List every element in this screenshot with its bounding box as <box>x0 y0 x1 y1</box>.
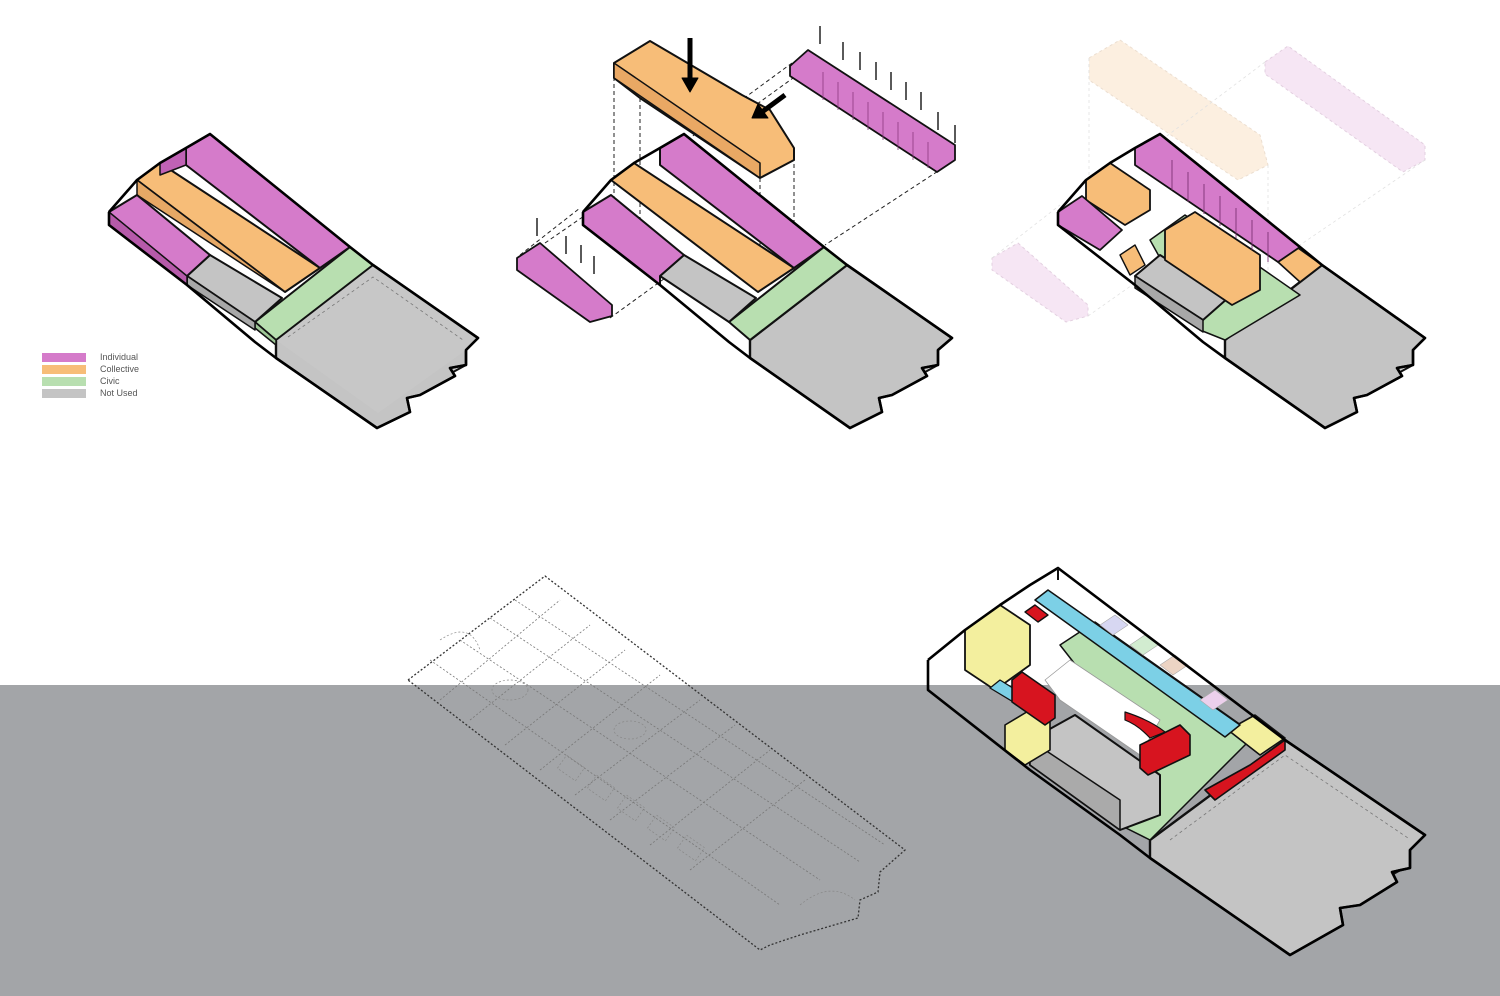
diagram-extraction <box>516 26 956 430</box>
legend-swatch <box>42 376 86 386</box>
legend-item-not-used: Not Used <box>42 387 139 399</box>
legend-swatch <box>42 388 86 398</box>
legend-item-collective: Collective <box>42 363 139 375</box>
legend-label: Collective <box>100 364 140 374</box>
legend-label: Civic <box>100 376 120 386</box>
small-floating-individual <box>516 242 613 323</box>
yellow-block-c <box>1227 714 1286 756</box>
red-element-1 <box>1011 671 1056 726</box>
legend-swatch <box>42 352 86 362</box>
legend-item-civic: Civic <box>42 375 139 387</box>
red-element-2 <box>1024 604 1049 623</box>
floating-individual-rooms <box>789 49 956 173</box>
ghosted-elements <box>991 39 1426 323</box>
blue-strip-long <box>1034 589 1241 738</box>
diagram-proposed-insertions <box>926 566 1427 957</box>
legend-swatch <box>42 364 86 374</box>
legend-label: Not Used <box>100 388 138 398</box>
diagram-existing-plan <box>406 575 907 951</box>
red-element-curve <box>1124 711 1166 739</box>
arrow-icons <box>536 26 956 274</box>
legend: Individual Collective Civic Not Used <box>42 351 139 399</box>
legend-label: Individual <box>100 352 139 362</box>
legend-item-individual: Individual <box>42 351 139 363</box>
floating-collective <box>613 40 795 179</box>
red-element-3 <box>1139 724 1191 776</box>
diagram-reassembly <box>991 39 1427 430</box>
red-element-4 <box>1204 739 1286 801</box>
collective-block-d <box>1119 244 1146 276</box>
diagram-zoning-massing <box>107 132 480 430</box>
plan-outline <box>406 575 907 951</box>
collective-block-b <box>1164 211 1261 306</box>
